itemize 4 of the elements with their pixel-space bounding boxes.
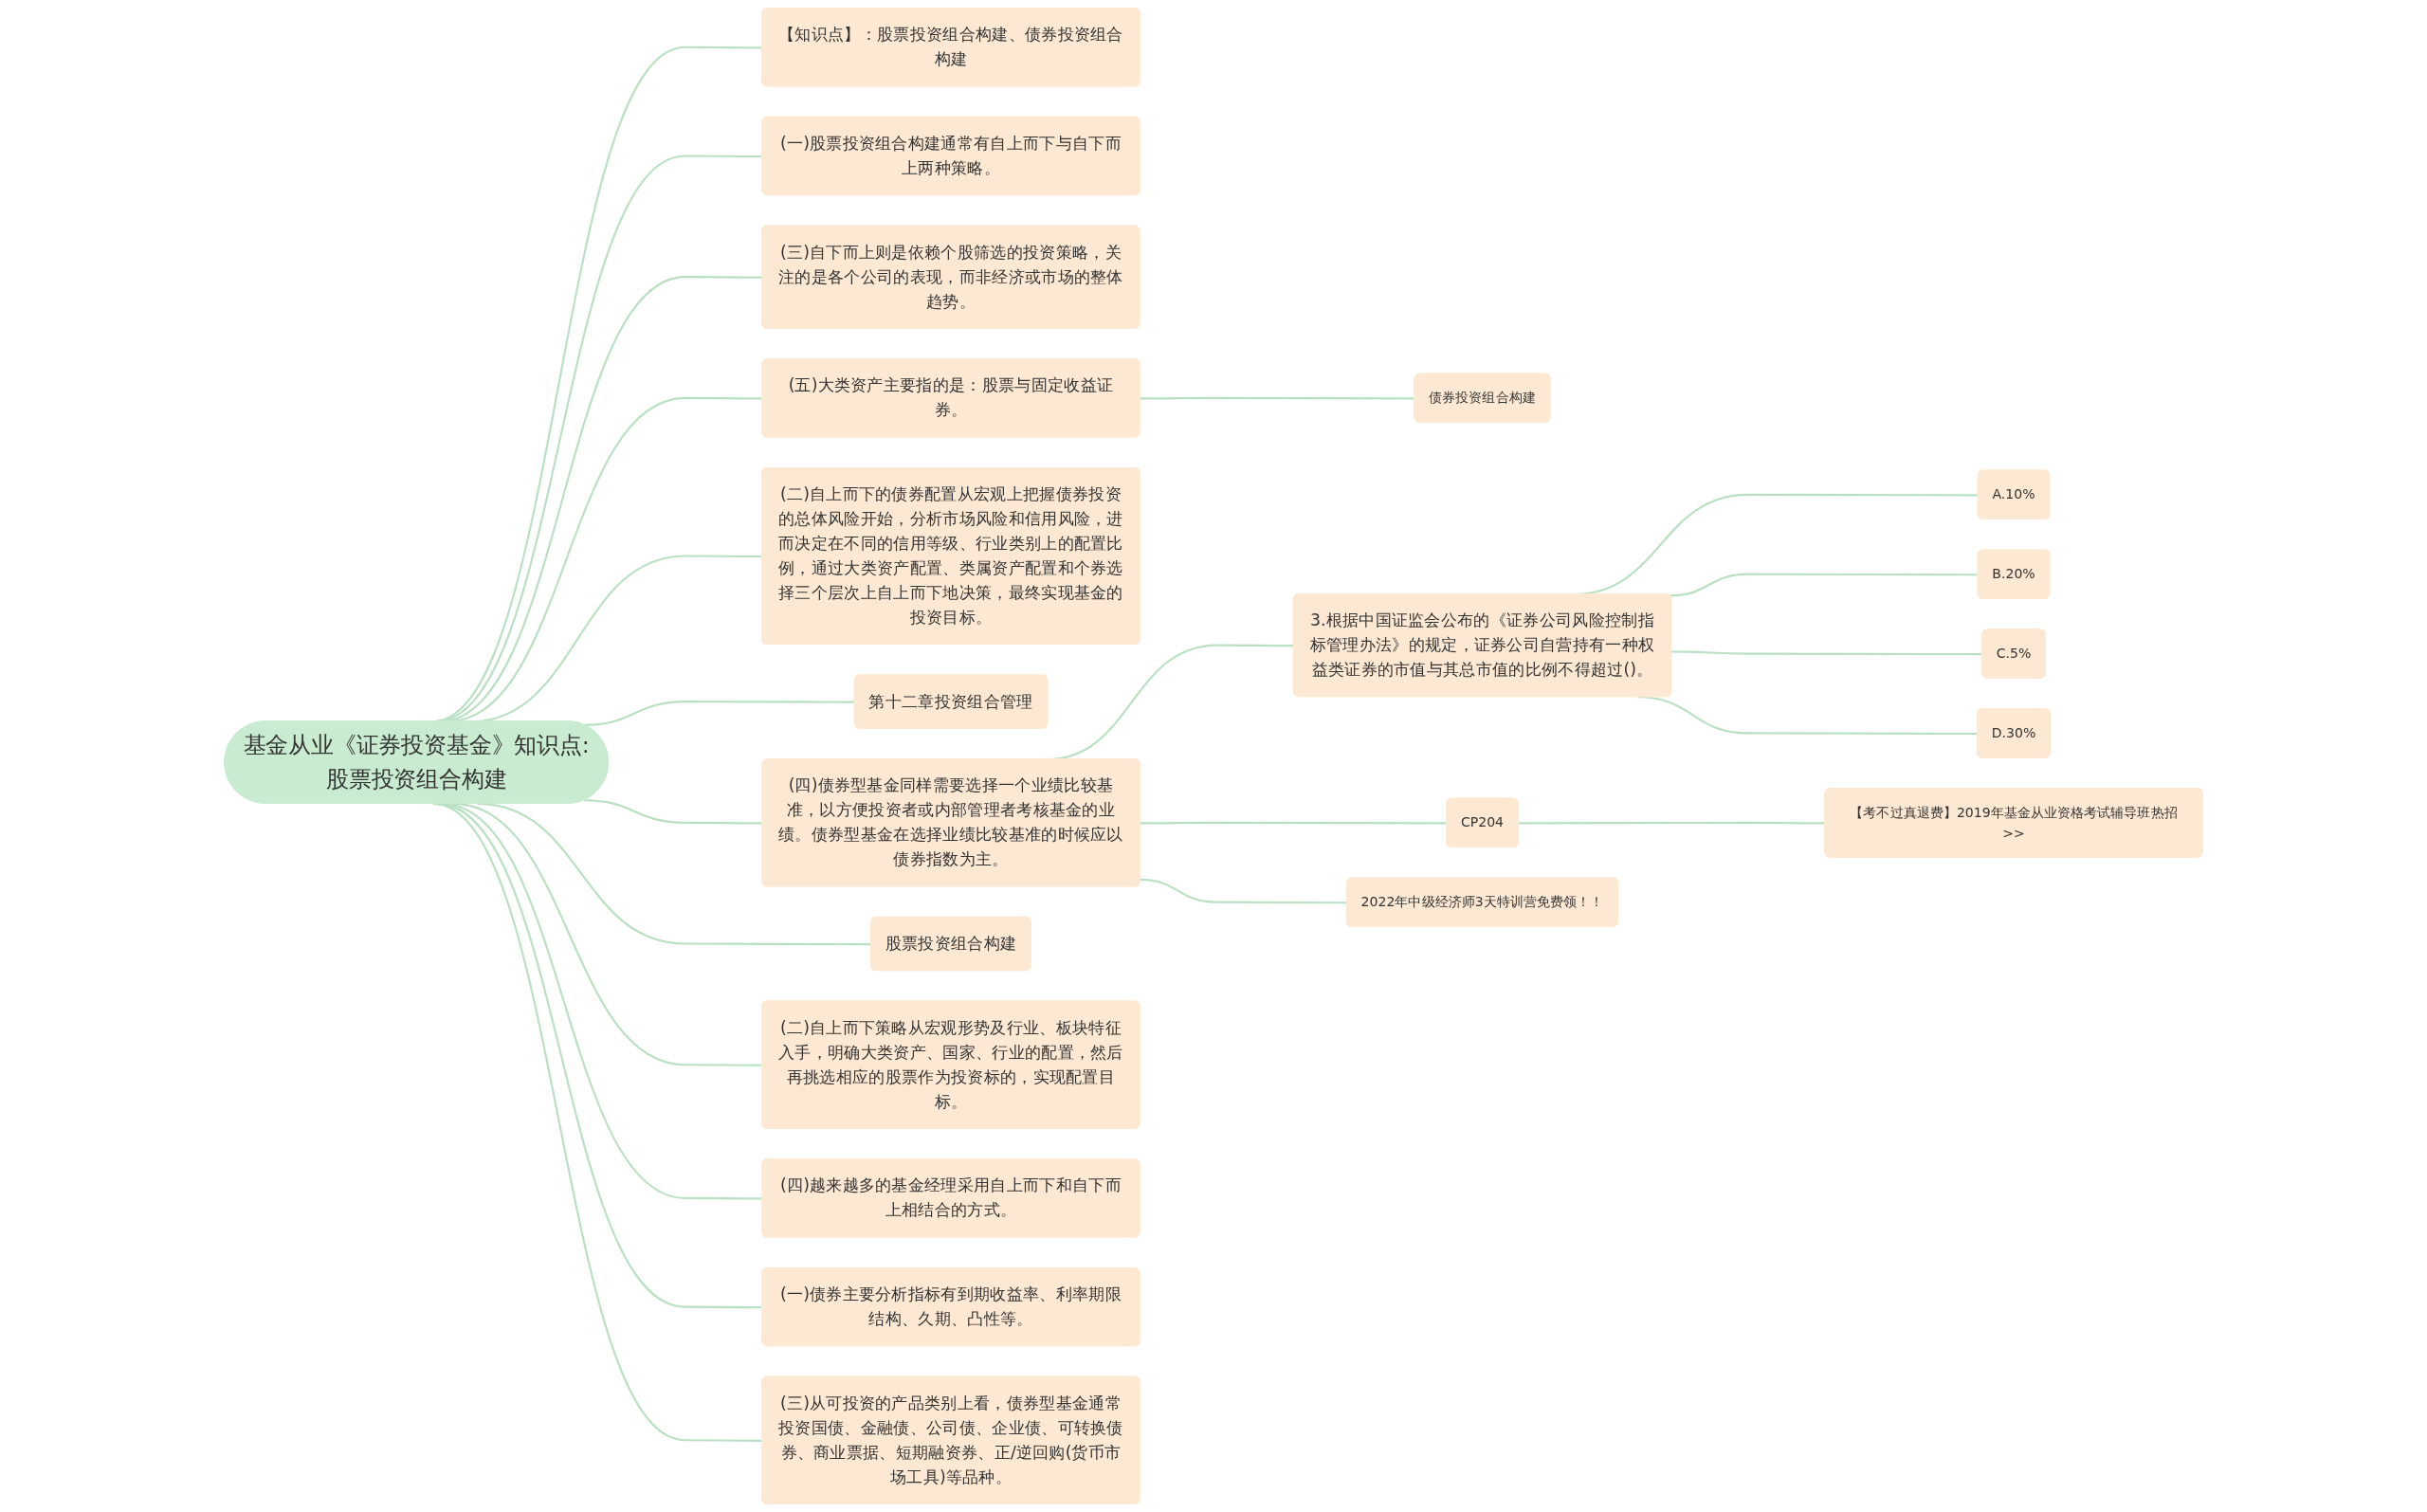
connector: [583, 701, 855, 726]
connector: [1140, 878, 1347, 904]
connector: [1670, 573, 1979, 597]
connector: [1140, 396, 1415, 400]
